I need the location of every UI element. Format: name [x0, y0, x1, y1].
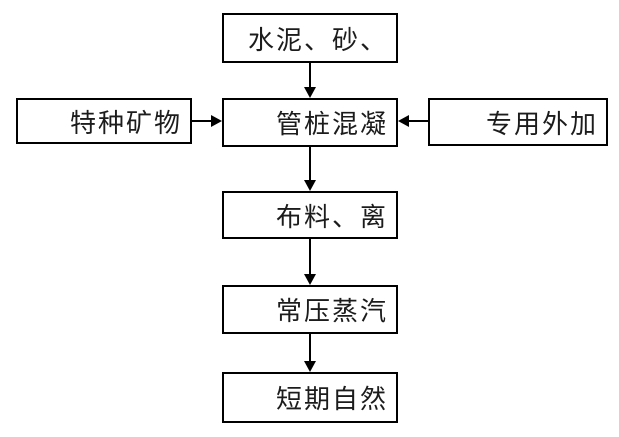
- arrow-materials-to-concrete-line: [309, 62, 311, 88]
- arrow-distribution-to-steam-line: [309, 239, 311, 275]
- arrow-down-icon: [304, 274, 316, 285]
- arrow-down-icon: [304, 361, 316, 372]
- arrow-down-icon: [304, 87, 316, 98]
- arrow-steam-to-natural-line: [309, 334, 311, 362]
- arrow-down-icon: [304, 180, 316, 191]
- node-pipe-pile-concrete: 管桩混凝: [222, 98, 398, 147]
- node-materials: 水泥、砂、: [222, 13, 398, 63]
- node-special-minerals: 特种矿物: [16, 98, 192, 144]
- node-steam-curing: 常压蒸汽: [222, 285, 398, 334]
- arrow-admixture-to-concrete-line: [409, 120, 428, 122]
- arrow-concrete-to-distribution-line: [309, 147, 311, 181]
- node-special-admixture-label: 专用外加: [485, 109, 598, 139]
- arrow-minerals-to-concrete-line: [192, 120, 212, 122]
- node-materials-label: 水泥、砂、: [247, 25, 388, 55]
- arrow-right-icon: [211, 115, 222, 127]
- node-distribution-label: 布料、离: [275, 202, 388, 232]
- node-steam-curing-label: 常压蒸汽: [275, 297, 388, 326]
- node-special-admixture: 专用外加: [428, 98, 608, 146]
- node-natural-curing-label: 短期自然: [275, 385, 388, 414]
- node-distribution: 布料、离: [222, 191, 398, 239]
- node-natural-curing: 短期自然: [222, 372, 398, 423]
- arrow-left-icon: [398, 115, 409, 127]
- node-special-minerals-label: 特种矿物: [69, 108, 182, 138]
- node-pipe-pile-concrete-label: 管桩混凝: [275, 110, 388, 139]
